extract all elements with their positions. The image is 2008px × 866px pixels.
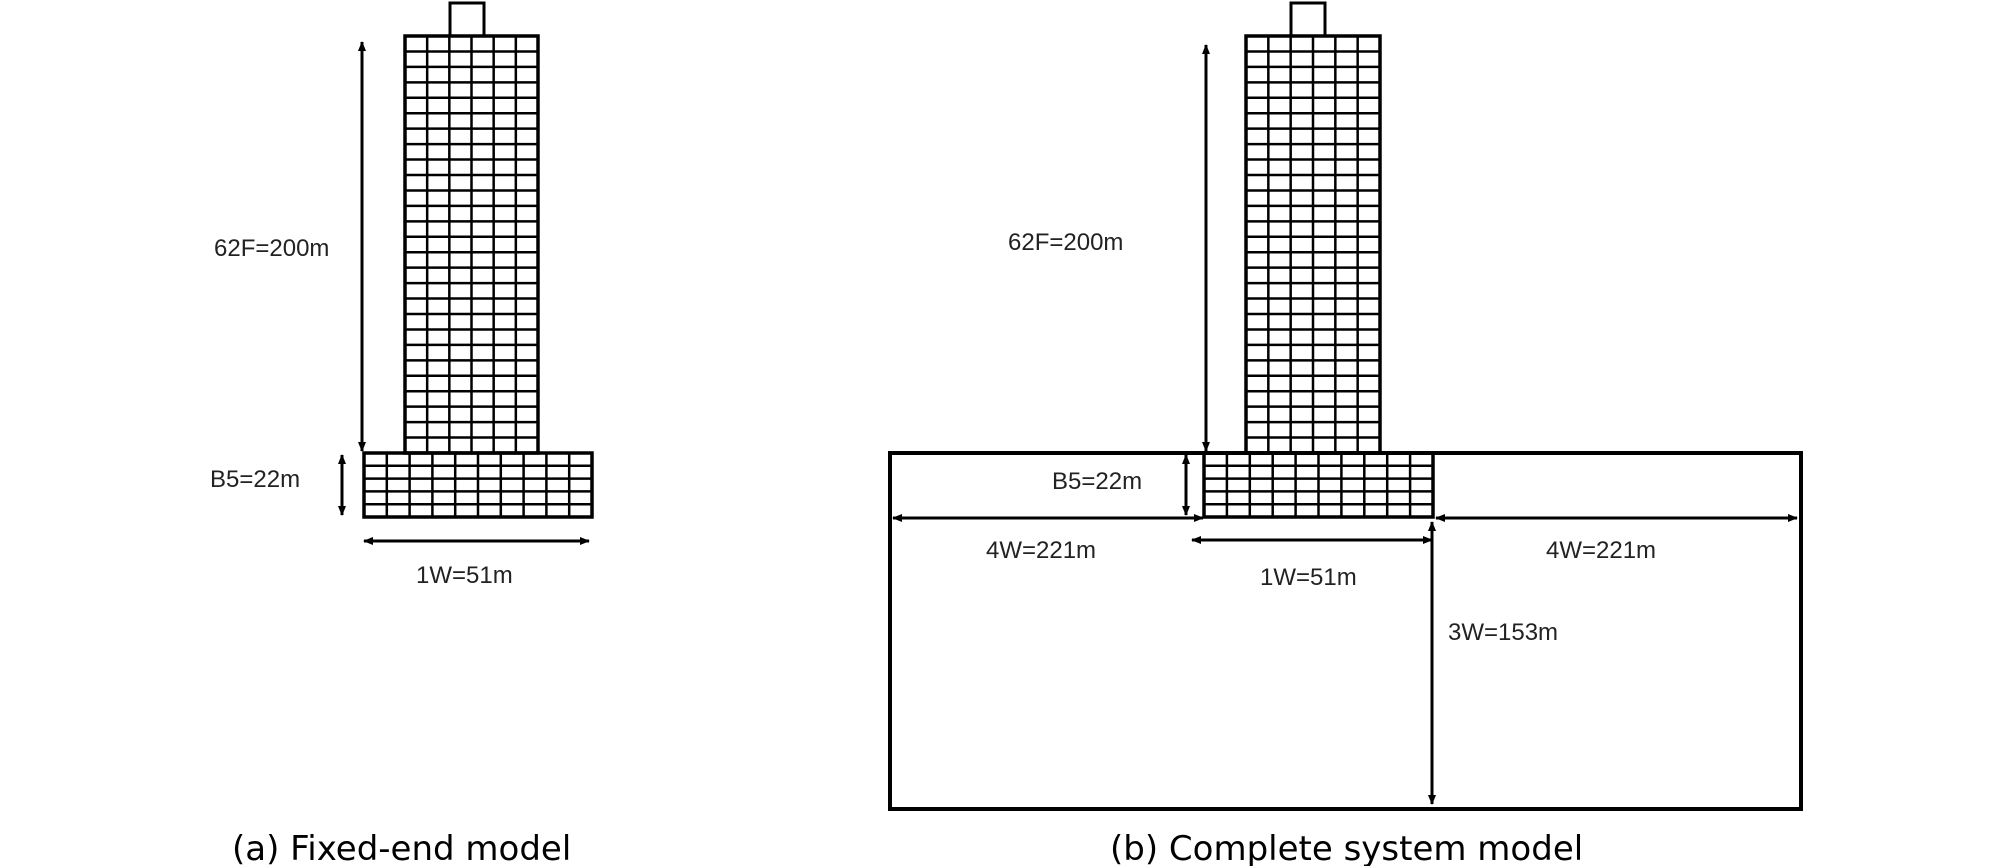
left-soil-label: 4W=221m xyxy=(986,537,1096,564)
rooftop-structure xyxy=(1289,1,1327,38)
basement-label: B5=22m xyxy=(210,466,300,493)
soil-domain-boundary xyxy=(888,451,1803,811)
width-label: 1W=51m xyxy=(416,562,513,589)
depth-label: 3W=153m xyxy=(1448,619,1558,646)
rooftop-structure xyxy=(448,1,486,38)
fixed-end-model-panel: 62F=200m B5=22m 1W=51m (a) Fixed-end mod… xyxy=(210,1,594,866)
panel-a-caption: (a) Fixed-end model xyxy=(232,829,571,866)
tower-grid xyxy=(403,34,540,455)
complete-system-model-panel: 62F=200m B5=22m 4W=221m 1W=51m 4W=221m 3… xyxy=(888,1,1803,866)
basement-label: B5=22m xyxy=(1052,468,1142,495)
height-label: 62F=200m xyxy=(1008,229,1123,256)
basement-grid xyxy=(362,451,594,519)
right-soil-label: 4W=221m xyxy=(1546,537,1656,564)
panel-b-caption: (b) Complete system model xyxy=(1110,829,1583,866)
height-label: 62F=200m xyxy=(214,235,329,262)
width-label: 1W=51m xyxy=(1260,564,1357,591)
basement-grid xyxy=(1202,451,1435,519)
tower-grid xyxy=(1244,34,1382,455)
